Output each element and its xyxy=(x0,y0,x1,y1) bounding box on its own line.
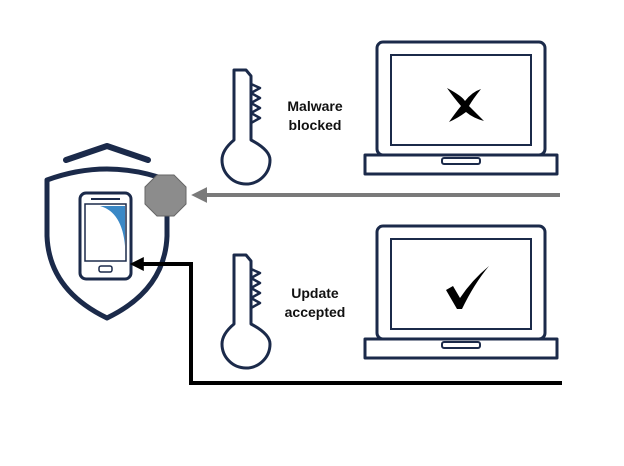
update-caption-line2: accepted xyxy=(284,304,346,320)
laptop-icon xyxy=(363,224,559,360)
key-icon xyxy=(220,68,272,186)
key-icon xyxy=(220,253,272,370)
malware-caption-line1: Malware xyxy=(287,98,343,114)
smartphone-icon xyxy=(78,191,133,281)
cross-mark-icon xyxy=(447,88,484,122)
check-mark-icon xyxy=(446,266,489,309)
shield-roof xyxy=(63,143,151,163)
update-accepted-caption: Update accepted xyxy=(260,284,370,322)
laptop-icon xyxy=(363,40,559,176)
malware-caption-line2: blocked xyxy=(288,117,342,133)
malware-blocked-caption: Malware blocked xyxy=(260,97,370,135)
accepted-arrow xyxy=(129,257,562,385)
phone-screen-accent xyxy=(100,206,125,246)
update-caption-line1: Update xyxy=(291,285,339,301)
stop-octagon-icon xyxy=(144,174,187,217)
